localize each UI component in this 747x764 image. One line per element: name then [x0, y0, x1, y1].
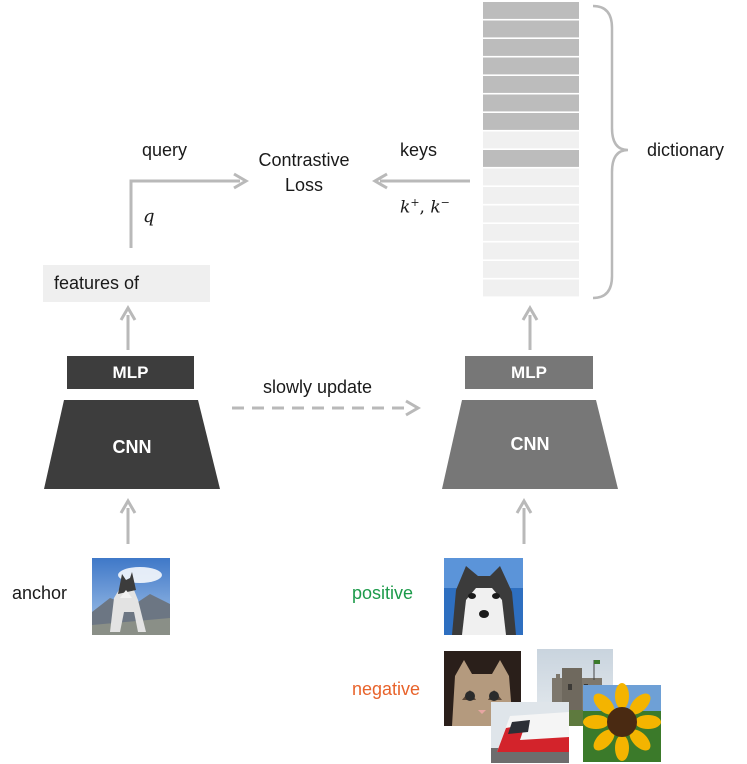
dictionary-slot: [483, 2, 579, 19]
negative-train-image: [491, 702, 569, 763]
dictionary-slot: [483, 113, 579, 130]
slowly-update-label: slowly update: [263, 377, 373, 397]
dictionary-slot: [483, 76, 579, 93]
dictionary-label: dictionary: [647, 140, 725, 160]
positive-image: [444, 558, 523, 635]
right-cnn-label: CNN: [510, 434, 550, 454]
right-mlp-block: [465, 356, 593, 389]
dictionary-slot: [483, 261, 579, 278]
contrastive-loss-line2: Loss: [284, 175, 324, 195]
left-cnn-label: CNN: [112, 437, 152, 457]
slowly-update-arrow: [232, 399, 421, 417]
dictionary-slot: [483, 205, 579, 223]
anchor-image: [92, 558, 170, 635]
right-mlp-label: MLP: [511, 363, 547, 382]
anchor-up-arrow: [119, 498, 137, 544]
dictionary-brace: [592, 4, 629, 300]
positive-up-arrow: [515, 498, 533, 544]
dictionary-slot: [483, 131, 579, 149]
left-mlp-label: MLP: [112, 363, 149, 382]
key-symbols: k+, k−: [400, 196, 450, 218]
query-label: query: [142, 140, 188, 160]
left-mlp-block: [67, 356, 194, 389]
dictionary-up-arrow: [521, 305, 539, 350]
negative-label: negative: [352, 679, 421, 699]
query-features-box: [43, 265, 210, 302]
dictionary-slot: [483, 57, 579, 75]
q-symbol: q: [143, 206, 155, 227]
contrastive-loss-line1: Contrastive: [258, 150, 350, 170]
positive-label: positive: [352, 583, 414, 603]
dictionary-slot: [483, 224, 579, 241]
right-cnn-block: [442, 400, 618, 489]
features-of-label: features of: [54, 273, 140, 293]
negative-sunflower-image: [583, 683, 661, 762]
dictionary-slot: [483, 150, 579, 167]
anchor-label: anchor: [12, 583, 68, 603]
dictionary-slot: [483, 279, 579, 297]
dictionary-slot: [483, 39, 579, 56]
dictionary-slot: [483, 242, 579, 260]
dictionary-slot: [483, 20, 579, 38]
dictionary-queue: [483, 2, 579, 297]
keys-arrow: [372, 172, 470, 190]
keys-label: keys: [400, 140, 438, 160]
dictionary-slot: [483, 187, 579, 204]
left-cnn-block: [44, 400, 220, 489]
dictionary-slot: [483, 94, 579, 112]
features-up-arrow: [119, 305, 137, 350]
query-arrow: [129, 172, 249, 248]
dictionary-slot: [483, 168, 579, 186]
